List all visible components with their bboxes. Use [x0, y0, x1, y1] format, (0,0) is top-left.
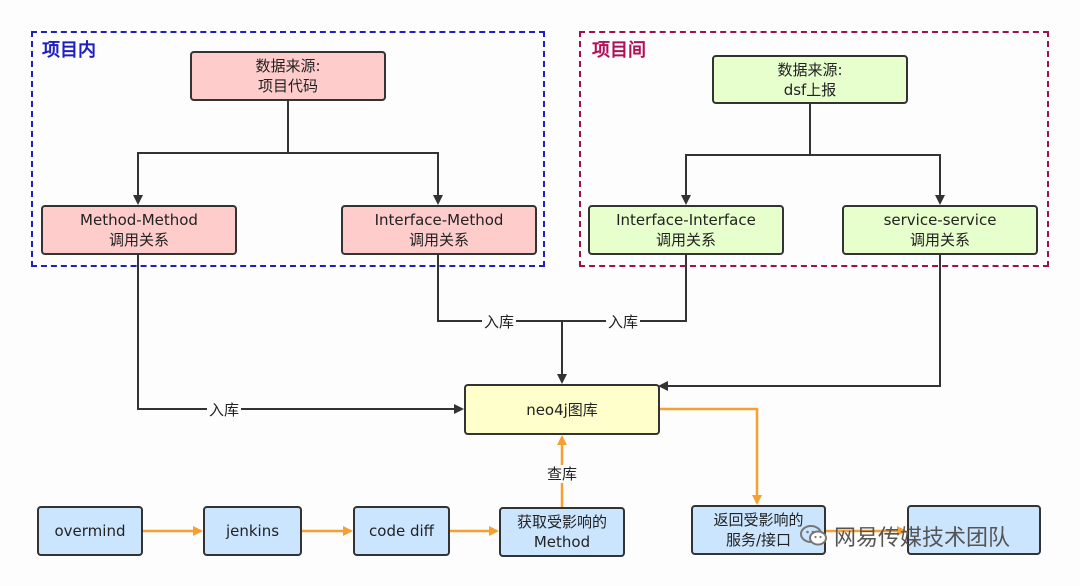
node-interface-interface-line1: Interface-Interface — [616, 211, 756, 229]
watermark: 网易传媒技术团队 — [800, 520, 1010, 552]
node-return-affected-line2: 服务/接口 — [725, 531, 792, 549]
edge-dsf-to-interface-interface — [681, 103, 811, 205]
node-interface-interface-line2: 调用关系 — [655, 231, 716, 249]
node-source-code-line1: 数据来源: — [255, 57, 321, 75]
node-service-service: service-service 调用关系 — [842, 205, 1038, 255]
edge-label-store-mid1: 入库 — [482, 313, 517, 331]
node-code-diff: code diff — [353, 506, 450, 556]
node-get-affected-line2: Method — [533, 533, 591, 551]
node-interface-method-line1: Interface-Method — [374, 211, 504, 229]
node-source-dsf-line2: dsf上报 — [783, 80, 837, 99]
wechat-icon — [800, 524, 828, 548]
node-overmind: overmind — [37, 506, 143, 556]
node-jenkins-label: jenkins — [225, 522, 280, 540]
node-jenkins: jenkins — [203, 506, 302, 556]
node-service-service-line1: service-service — [883, 211, 997, 229]
edge-label-store-mid2: 入库 — [606, 313, 641, 331]
node-get-affected-line1: 获取受影响的 — [516, 513, 607, 531]
edge-source-to-interface-method — [288, 152, 443, 205]
node-overmind-label: overmind — [54, 522, 126, 540]
node-return-affected-line1: 返回受影响的 — [713, 511, 804, 529]
node-neo4j-label: neo4j图库 — [526, 400, 598, 419]
edge-label-query: 查库 — [545, 465, 580, 483]
edge-service-to-neo4j — [658, 255, 941, 391]
node-code-diff-label: code diff — [369, 522, 434, 540]
node-source-dsf: 数据来源: dsf上报 — [712, 55, 908, 104]
node-method-method: Method-Method 调用关系 — [41, 205, 237, 255]
node-source-code: 数据来源: 项目代码 — [190, 51, 386, 101]
edge-source-to-method — [133, 100, 289, 205]
watermark-text: 网易传媒技术团队 — [834, 526, 1011, 551]
region-intra-project — [31, 31, 545, 267]
node-neo4j: neo4j图库 — [464, 384, 660, 435]
edge-interface-interface-to-neo4j — [562, 255, 687, 322]
node-source-code-line2: 项目代码 — [257, 77, 318, 95]
region-intra-title: 项目内 — [42, 40, 96, 61]
edge-method-to-neo4j — [137, 255, 464, 414]
node-interface-method: Interface-Method 调用关系 — [341, 205, 537, 255]
node-service-service-line2: 调用关系 — [909, 231, 970, 249]
region-inter-title: 项目间 — [592, 40, 646, 61]
node-method-method-line1: Method-Method — [80, 211, 198, 229]
node-method-method-line2: 调用关系 — [108, 231, 169, 249]
node-return-affected: 返回受影响的 服务/接口 — [691, 505, 826, 555]
node-interface-method-line2: 调用关系 — [408, 231, 469, 249]
node-interface-interface: Interface-Interface 调用关系 — [588, 205, 784, 255]
edge-neo4j-to-return — [660, 407, 762, 505]
node-source-dsf-line1: 数据来源: — [777, 60, 843, 79]
node-last-box — [907, 505, 1041, 555]
edge-label-store-left: 入库 — [207, 401, 242, 419]
edge-dsf-to-service — [810, 154, 945, 205]
node-get-affected: 获取受影响的 Method — [499, 507, 625, 557]
region-inter-project — [579, 31, 1049, 267]
